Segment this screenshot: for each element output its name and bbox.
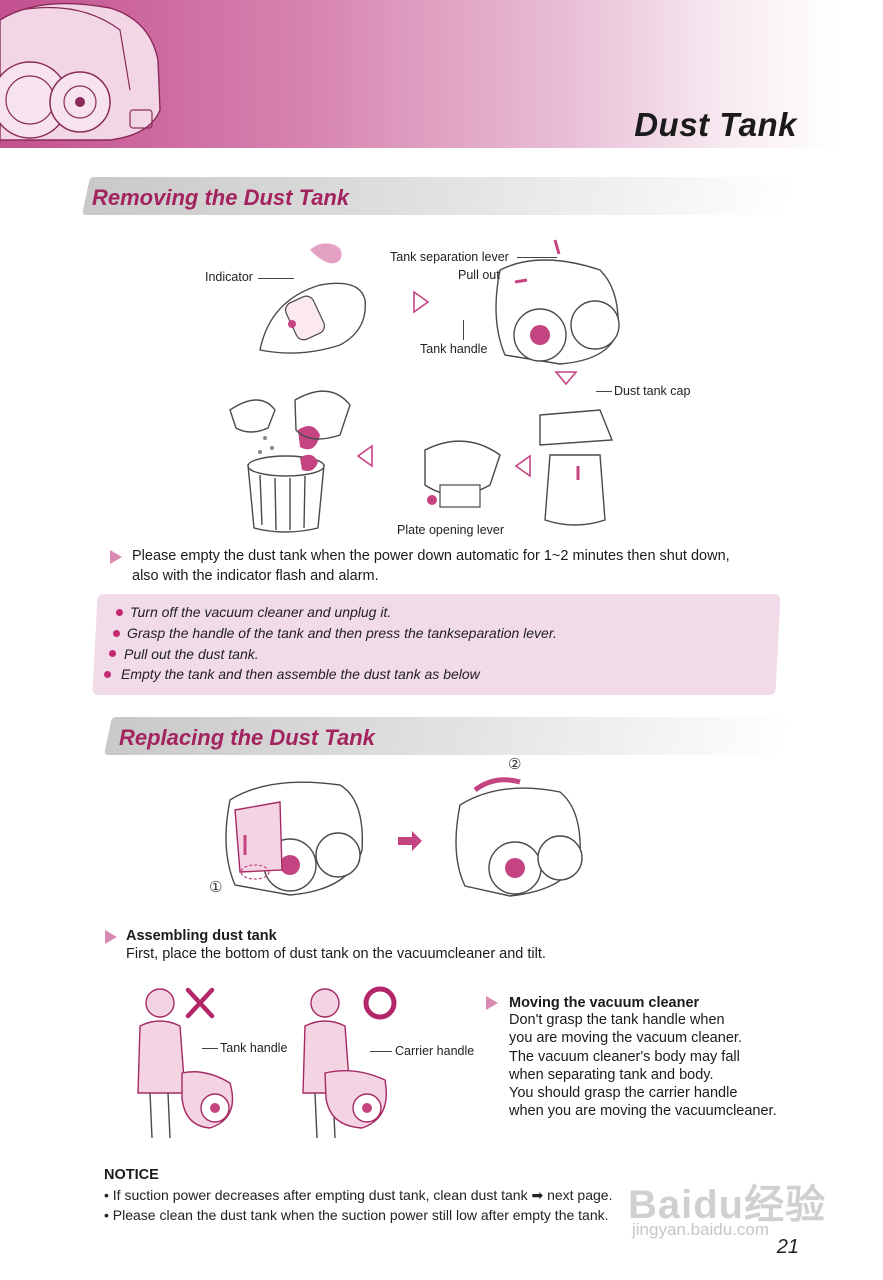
replacing-illustrations: [190, 760, 590, 910]
leader-tank-separation-lever: [517, 257, 557, 258]
label-tank-separation-lever: Tank separation lever: [390, 250, 509, 264]
step-bullet: [109, 650, 116, 657]
note-arrow-icon: [110, 550, 122, 564]
removing-note-line2: also with the indicator flash and alarm.: [132, 566, 379, 586]
label-dust-tank-cap: Dust tank cap: [614, 384, 690, 398]
leader-dust-tank-cap: [596, 391, 612, 392]
moving-line: when you are moving the vacuumcleaner.: [509, 1102, 777, 1120]
vacuum-header-illustration: [0, 0, 170, 148]
label-tank-handle: Tank handle: [420, 342, 487, 356]
moving-line: you are moving the vacuum cleaner.: [509, 1029, 777, 1047]
moving-text: Don't grasp the tank handle when you are…: [509, 1011, 777, 1121]
page-number: 21: [777, 1236, 799, 1259]
leader-tank-handle: [463, 320, 464, 340]
label-carrier-handle: Carrier handle: [395, 1044, 474, 1058]
step-item: Grasp the handle of the tank and then pr…: [127, 625, 557, 641]
step-item: Turn off the vacuum cleaner and unplug i…: [130, 604, 391, 620]
removing-heading: Removing the Dust Tank: [92, 185, 349, 211]
page-title: Dust Tank: [634, 106, 797, 144]
carry-illustrations: [130, 978, 410, 1153]
moving-title: Moving the vacuum cleaner: [509, 993, 699, 1013]
removing-note-line1: Please empty the dust tank when the powe…: [132, 546, 730, 566]
step-bullet: [116, 609, 123, 616]
assembling-arrow-icon: [105, 930, 117, 944]
moving-line: Don't grasp the tank handle when: [509, 1011, 777, 1029]
step-bullet: [113, 630, 120, 637]
moving-line: when separating tank and body.: [509, 1066, 777, 1084]
step-bullet: [104, 671, 111, 678]
moving-arrow-icon: [486, 996, 498, 1010]
step-mark-2: ②: [508, 755, 521, 773]
replacing-heading: Replacing the Dust Tank: [119, 725, 375, 751]
notice-line1: • If suction power decreases after empti…: [104, 1187, 612, 1204]
label-pull-out: Pull out: [458, 268, 500, 282]
moving-line: You should grasp the carrier handle: [509, 1084, 777, 1102]
moving-line: The vacuum cleaner's body may fall: [509, 1048, 777, 1066]
assembling-title: Assembling dust tank: [126, 926, 277, 946]
label-plate-opening-lever: Plate opening lever: [397, 523, 504, 537]
notice-line2: • Please clean the dust tank when the su…: [104, 1207, 609, 1223]
step-item: Pull out the dust tank.: [124, 646, 259, 662]
leader-right: [370, 1051, 392, 1052]
label-indicator: Indicator: [205, 270, 253, 284]
step-mark-1: ①: [209, 878, 222, 896]
baidu-watermark-url: jingyan.baidu.com: [632, 1220, 769, 1240]
label-wrong-tank-handle: Tank handle: [220, 1041, 287, 1055]
leader-indicator: [258, 278, 294, 279]
assembling-text: First, place the bottom of dust tank on …: [126, 944, 546, 964]
leader-wrong: [202, 1048, 218, 1049]
step-item: Empty the tank and then assemble the dus…: [121, 666, 480, 682]
notice-title: NOTICE: [104, 1167, 159, 1183]
